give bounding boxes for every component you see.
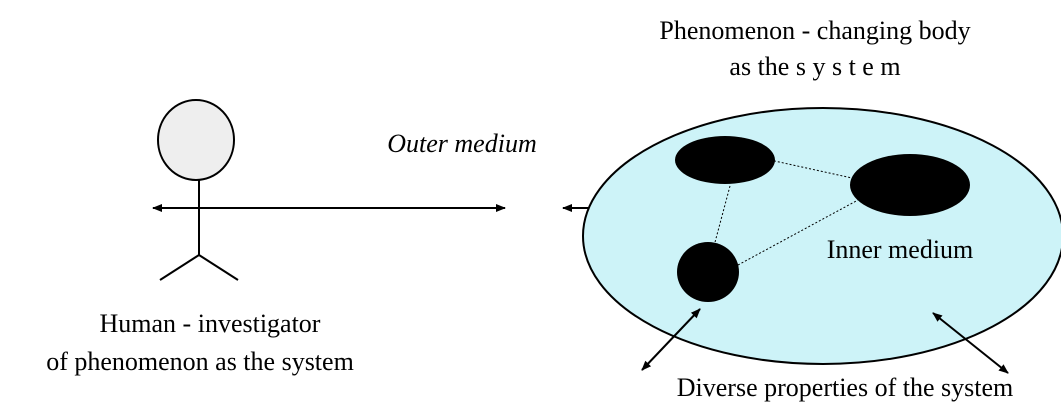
human-right-leg [198,254,239,281]
property-arrow-left [641,308,701,371]
link-top-right [769,159,853,179]
human-label-line1: Human - investigator [99,309,321,338]
element-links [713,159,859,266]
properties-label: Diverse properties of the system [676,373,1014,402]
inner-medium-label: Inner medium [826,235,974,264]
element-bottom [677,242,739,302]
phenomenon-title-line2: as the s y s t e m [729,52,901,81]
outer-medium-label: Outer medium [387,129,537,158]
property-arrow-right [932,312,1009,374]
human-left-leg [159,254,200,281]
element-top [675,136,775,184]
human-head [157,99,235,181]
link-bottom-right [737,199,859,266]
phenomenon-title-line1: Phenomenon - changing body [659,16,971,45]
human-label-line2: of phenomenon as the system [46,347,354,376]
human-figure [157,99,239,281]
element-right [850,154,970,216]
